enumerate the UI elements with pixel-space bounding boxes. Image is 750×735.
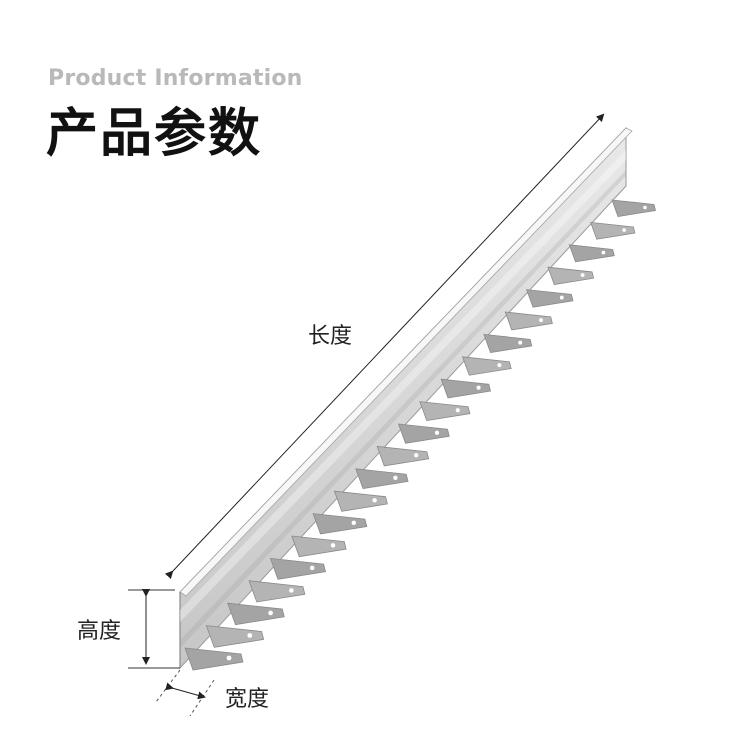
spike-tab-hole	[559, 295, 564, 300]
height-label: 高度	[77, 619, 122, 644]
spike-tab	[291, 535, 347, 558]
spike-tab-hole	[580, 273, 585, 277]
spike-tab-hole	[309, 565, 315, 571]
spike-tab	[397, 423, 450, 444]
spike-tab-hole	[414, 453, 419, 458]
spike-tab	[227, 602, 285, 626]
spike-tab	[312, 513, 368, 535]
spike-tab	[526, 289, 574, 308]
spike-tab-hole	[539, 318, 543, 323]
spike-tab	[333, 490, 388, 512]
length-dimension-line	[164, 113, 605, 580]
spike-tab-hole	[393, 475, 398, 480]
spike-tab-hole	[268, 610, 273, 616]
spike-tab	[504, 311, 553, 331]
spike-tab-hole	[289, 588, 294, 593]
spike-tab-hole	[476, 385, 481, 390]
spike-tab-hole	[455, 408, 460, 413]
section-subtitle: Product Information	[48, 66, 303, 91]
spike-tab	[419, 401, 471, 422]
spike-tab	[483, 333, 533, 353]
spike-tab-hole	[497, 363, 502, 368]
spike-tab-hole	[601, 250, 606, 255]
spike-tab	[590, 221, 636, 240]
spike-tabs	[184, 199, 656, 671]
spike-tab-hole	[622, 228, 627, 232]
spike-tab-hole	[351, 520, 357, 526]
spike-tab	[568, 244, 615, 263]
spike-tab	[248, 580, 306, 603]
spike-tab	[440, 378, 491, 399]
height-dimension-line	[128, 589, 180, 669]
width-label: 宽度	[225, 687, 270, 712]
spike-tab	[376, 445, 430, 467]
spike-tab	[184, 647, 244, 671]
spike-tab	[547, 266, 595, 285]
length-label: 长度	[308, 324, 353, 349]
spike-tab	[355, 468, 409, 490]
spike-tab-hole	[226, 655, 232, 661]
spike-tab-hole	[330, 543, 336, 548]
spike-tab-hole	[434, 430, 440, 435]
spike-tab	[611, 199, 656, 217]
spike-tab	[269, 557, 326, 580]
spike-tab-hole	[518, 340, 523, 345]
spike-tab	[461, 356, 512, 376]
width-dimension-line	[155, 669, 215, 717]
spike-tab-hole	[247, 633, 253, 638]
spike-tab	[205, 625, 265, 648]
spike-tab-hole	[372, 498, 377, 503]
spike-tab-hole	[643, 205, 647, 210]
edging-strip	[179, 126, 633, 670]
